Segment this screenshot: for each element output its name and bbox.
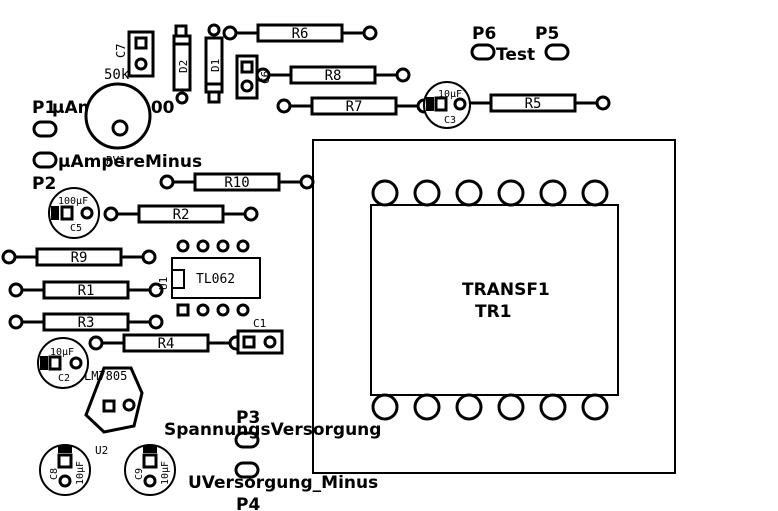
resistor-ref: R4 [158, 336, 175, 352]
resistor-ref: R9 [71, 250, 88, 266]
c5-ref: C5 [70, 223, 82, 234]
capacitor-c8: C8 10μF [39, 444, 91, 496]
resistor-ref: R8 [325, 68, 342, 84]
resistor-r4: R4 [88, 333, 244, 353]
pad-p1[interactable]: P1 [32, 98, 58, 138]
c7-ref: C7 [114, 44, 128, 58]
c6-ref: C6 [259, 71, 272, 84]
transformer-pin [539, 179, 567, 207]
transformer-pin [455, 179, 483, 207]
resistor-ref: R7 [346, 99, 363, 115]
transformer-pin [413, 393, 441, 421]
transformer-pin [581, 393, 609, 421]
transformer-pin [413, 179, 441, 207]
resistor-r3: R3 [8, 312, 164, 332]
resistor-r8: R8 [255, 65, 411, 85]
capacitor-c2: 10μF C2 [37, 337, 89, 389]
resistor-ref: R1 [78, 283, 95, 299]
resistor-ref: R2 [173, 207, 190, 223]
d2-ref: D2 [177, 60, 190, 73]
resistor-r7: R7 [276, 96, 432, 116]
regulator-ref: U2 [95, 444, 108, 457]
c8-value: 10μF [75, 461, 86, 485]
transformer-pin [497, 179, 525, 207]
c9-ref: C9 [134, 468, 145, 480]
resistor-r9: R9 [1, 247, 157, 267]
c2-ref: C2 [58, 373, 70, 384]
capacitor-c9: C9 10μF [124, 444, 176, 496]
resistor-r5: R5 [455, 93, 611, 113]
pad-p6-ref: P6 [472, 24, 496, 44]
capacitor-c1: C1 [236, 317, 284, 355]
supply-minus-label: UVersorgung_Minus [188, 473, 378, 493]
capacitor-c3: 10μF C3 [423, 81, 471, 129]
c2-value: 10μF [50, 347, 74, 358]
transformer-pin [581, 179, 609, 207]
regulator-value: LM7805 [84, 369, 127, 383]
c8-ref: C8 [49, 468, 60, 480]
opamp-ref: U1 [157, 277, 170, 290]
pad-p4[interactable]: P4 [234, 461, 260, 511]
pad-p5[interactable]: P5 [535, 24, 570, 61]
pad-p4-ref: P4 [236, 495, 260, 511]
c3-ref: C3 [444, 115, 456, 126]
opamp-u1: TL062 U1 [157, 239, 261, 317]
pad-p1-ref: P1 [32, 98, 56, 118]
pot-value: 50k [104, 67, 130, 83]
pad-p3-oval[interactable] [234, 431, 260, 449]
test-label: Test [496, 45, 535, 65]
resistor-ref: R3 [78, 315, 95, 331]
diode-d1: D1 [204, 23, 224, 104]
ampere-minus-label: μAmpereMinus [58, 152, 202, 172]
pad-p5-ref: P5 [535, 24, 559, 44]
diode-d2: D2 [172, 24, 192, 105]
c5-value: 100μF [58, 196, 88, 207]
transformer-pin [497, 393, 525, 421]
resistor-ref: R6 [292, 26, 309, 42]
resistor-r1: R1 [8, 280, 164, 300]
capacitor-c5: 100μF C5 [48, 187, 100, 239]
capacitor-c7: C7 [114, 30, 155, 78]
pad-p3[interactable]: P3 [234, 408, 260, 449]
pad-p6-oval[interactable] [470, 43, 496, 61]
potentiometer-rv1: 50k RV1 [84, 67, 152, 167]
pad-p2[interactable]: P2 [32, 151, 58, 194]
transformer-value: TR1 [475, 302, 512, 322]
opamp-value: TL062 [196, 272, 235, 287]
pot-ref: RV1 [106, 154, 126, 167]
resistor-r6: R6 [222, 23, 378, 43]
c3-value: 10μF [438, 89, 462, 100]
resistor-r2: R2 [103, 204, 259, 224]
resistor-r10: R10 [159, 172, 315, 192]
transformer-pin [371, 393, 399, 421]
pad-p4-oval[interactable] [234, 461, 260, 479]
transformer-pins [371, 179, 609, 421]
d1-ref: D1 [209, 59, 222, 72]
c9-value: 10μF [160, 461, 171, 485]
pad-p3-ref: P3 [236, 408, 260, 428]
pad-p6[interactable]: P6 [470, 24, 496, 61]
pad-p2-oval[interactable] [32, 151, 58, 169]
transformer-transf1: TRANSF1 TR1 [312, 139, 676, 474]
transformer-pin [455, 393, 483, 421]
pad-p5-oval[interactable] [544, 43, 570, 61]
resistor-ref: R10 [224, 175, 249, 191]
transformer-ref: TRANSF1 [462, 280, 550, 300]
capacitor-c6: C6 [235, 54, 272, 100]
supply-label: SpannungsVersorgung [164, 420, 381, 440]
resistor-ref: R5 [525, 96, 542, 112]
c1-ref: C1 [253, 317, 266, 330]
pad-p1-oval[interactable] [32, 120, 58, 138]
pad-p2-ref: P2 [32, 174, 56, 194]
transformer-pin [371, 179, 399, 207]
transformer-pin [539, 393, 567, 421]
regulator-u2: LM7805 U2 [84, 366, 144, 457]
